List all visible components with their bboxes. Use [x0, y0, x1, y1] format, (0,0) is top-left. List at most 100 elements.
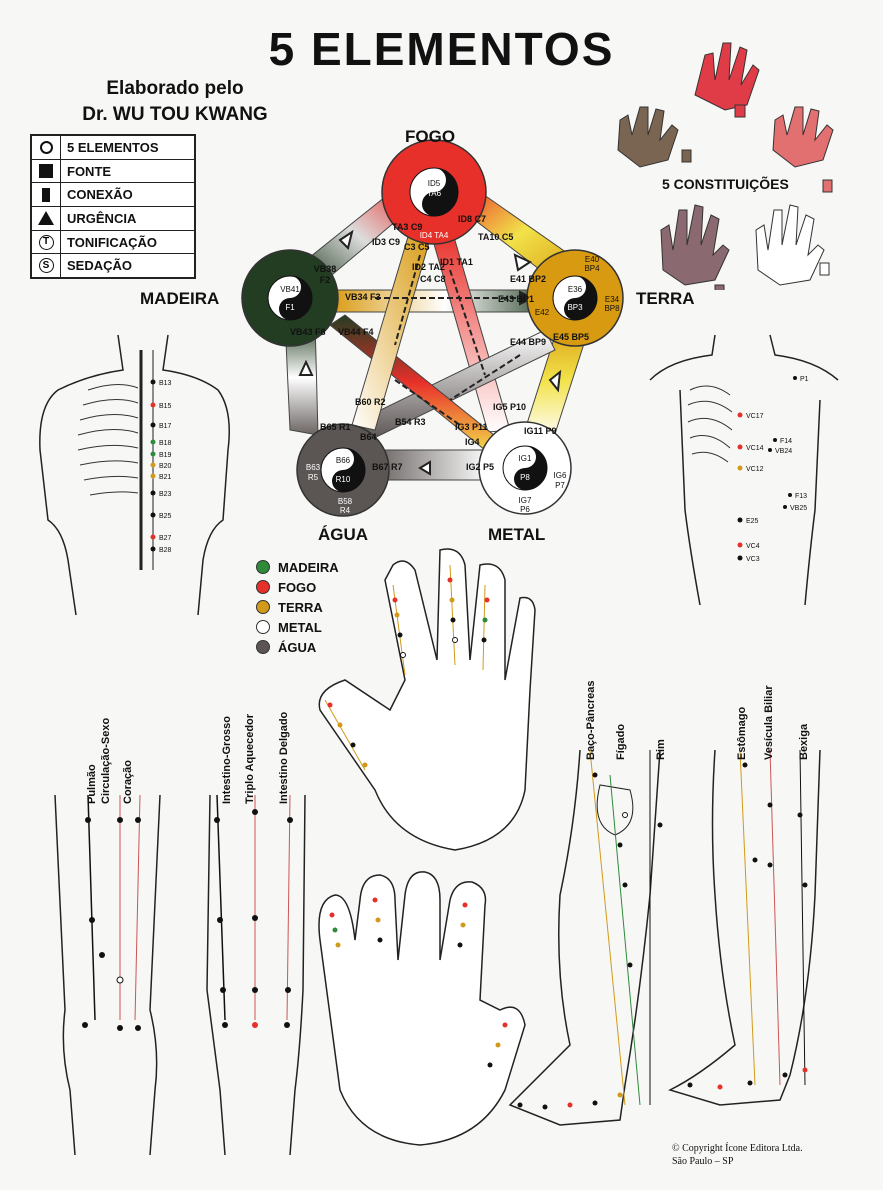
point-label: B20	[159, 463, 172, 470]
finger-points	[327, 577, 490, 768]
legend-label: CONEXÃO	[67, 187, 133, 203]
arrow-line	[394, 254, 421, 346]
legend-label: URGÊNCIA	[67, 210, 137, 226]
front-torso-figure: P1 VC17 VC14 VC12 F14 VB24 F13 VB25 E25 …	[649, 334, 839, 606]
label-figado: Fígado	[615, 723, 627, 760]
label-intestino-delgado: Intestino Delgado	[278, 711, 290, 804]
author-line-2: Dr. WU TOU KWANG	[82, 104, 268, 125]
color-legend-item: TERRA	[256, 597, 339, 617]
agua-ring-4: R4	[340, 506, 351, 515]
label-intestino-grosso: Intestino-Grosso	[221, 715, 233, 804]
yin-yang-shape	[564, 276, 597, 320]
leg1-points	[517, 772, 663, 1110]
connector-label: ID1 TA1	[440, 257, 473, 267]
connector-label: E44 BP9	[510, 337, 546, 347]
point-label: VC4	[746, 543, 760, 550]
finger-back-points	[329, 897, 508, 1068]
forearm-figure-1	[54, 794, 161, 1156]
color-legend-item: FOGO	[256, 577, 339, 597]
point-label: B18	[159, 440, 172, 447]
agua-center-2: R10	[336, 475, 351, 484]
point-label: F13	[795, 493, 807, 500]
yin-yang-shape	[279, 276, 312, 320]
copyright: © Copyright Ícone Editora Ltda. São Paul…	[672, 1142, 803, 1168]
point-label: B19	[159, 452, 172, 459]
forearm-figure-2	[206, 794, 306, 1156]
color-legend-label: ÁGUA	[278, 639, 317, 655]
dot-icon	[256, 560, 270, 574]
leg-figure-1	[508, 749, 663, 1126]
terra-ring-1: E40	[585, 255, 600, 264]
point-label: VC3	[746, 556, 760, 563]
connector-label: IG4	[465, 437, 480, 447]
element-terra: E36 BP3 E40 BP4 E34 BP8 E42	[526, 249, 624, 347]
leg-figure-2	[667, 749, 821, 1106]
arrow-head	[298, 359, 314, 376]
color-legend-label: MADEIRA	[278, 559, 339, 575]
madeira-center-2: F1	[285, 303, 295, 312]
color-legend-label: METAL	[278, 619, 322, 635]
connector-label: TA10 C5	[478, 232, 513, 242]
agua-ring-2: R5	[308, 473, 319, 482]
connector-label: C3 C5	[404, 242, 430, 252]
yin-yang-shape	[422, 168, 458, 216]
hand-purple-icon	[660, 204, 730, 290]
dot-icon	[256, 640, 270, 654]
connector-label: ID8 C7	[458, 214, 486, 224]
point-label: VC14	[746, 445, 764, 452]
metal-ring-4: P6	[520, 505, 530, 514]
label-estomago: Estômago	[736, 706, 748, 760]
yin-yang-shape	[514, 446, 547, 490]
dot-icon	[256, 580, 270, 594]
fogo-bottom: ID4 TA4	[420, 231, 449, 240]
connector-label: C4 C8	[420, 274, 446, 284]
rectangle-icon	[42, 187, 50, 202]
t-circle-icon: T	[38, 234, 54, 250]
color-legend-label: FOGO	[278, 579, 317, 595]
back-points: B13 B15 B17 B18 B19 B20 B21 B23 B25 B27 …	[150, 379, 172, 554]
legend-row: S SEDAÇÃO	[32, 254, 194, 278]
label-terra: TERRA	[636, 289, 695, 308]
arrow-head	[513, 253, 533, 272]
point-label: B17	[159, 423, 172, 430]
color-legend-item: METAL	[256, 617, 339, 637]
connector-label: E43 BP1	[498, 294, 534, 304]
fogo-bottom-1: ID4	[420, 231, 433, 240]
legend-label: SEDAÇÃO	[67, 258, 133, 274]
leg2-points	[687, 762, 808, 1090]
copyright-line-1: © Copyright Ícone Editora Ltda.	[672, 1143, 803, 1154]
terra-ring-2: BP4	[584, 264, 600, 273]
madeira-ring-1: VB38	[314, 264, 337, 274]
s-circle-icon: S	[38, 258, 54, 274]
label-rim: Rim	[655, 739, 667, 760]
point-label: VB25	[790, 505, 807, 512]
metal-ring-1: IG6	[554, 471, 567, 480]
metal-center-2: P8	[520, 473, 530, 482]
legend-label: FONTE	[67, 163, 112, 179]
label-coracao: Coração	[122, 759, 134, 804]
label-circulacao-sexo: Circulação-Sexo	[100, 717, 112, 804]
connector-label: ID2 TA2	[412, 262, 445, 272]
connector-label: E45 BP5	[553, 332, 589, 342]
connector-label: ID3 C9	[372, 237, 400, 247]
point-label: VC17	[746, 413, 764, 420]
label-madeira: MADEIRA	[140, 289, 220, 308]
madeira-center-1: VB41	[280, 285, 300, 294]
connector-label: VB44 F4	[338, 327, 374, 337]
label-agua: ÁGUA	[318, 525, 369, 544]
connector-label: B64	[360, 432, 377, 442]
label-pulmao: Pulmão	[86, 764, 98, 804]
yin-yang-shape	[332, 448, 365, 492]
element-fogo: ID5 TA6 ID4 TA4	[381, 139, 487, 245]
connector-label: B67 R7	[372, 462, 403, 472]
point-label: VC12	[746, 466, 764, 473]
constituicoes-label: 5 CONSTITUIÇÕES	[662, 176, 789, 192]
connector-label: B54 R3	[395, 417, 426, 427]
flow-arrows	[298, 229, 562, 476]
hand-red-icon	[694, 42, 760, 118]
connector-label: IG5 P10	[493, 402, 526, 412]
constitution-hands	[617, 42, 834, 290]
connector-label: B65 R1	[320, 422, 351, 432]
label-baco-pancreas: Baço-Pâncreas	[585, 680, 597, 761]
